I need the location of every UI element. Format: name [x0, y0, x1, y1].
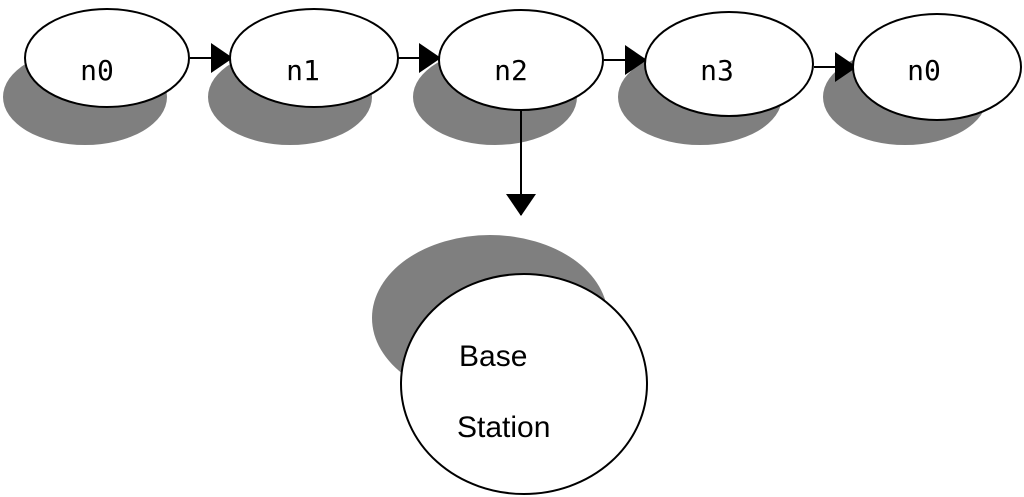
- node-0-ellipse: [24, 8, 190, 108]
- base-station-label-line1: Base: [459, 340, 527, 373]
- base-station-circle: [400, 273, 648, 495]
- base-station: Base Station: [372, 235, 648, 495]
- node-4-label: n0: [907, 54, 941, 87]
- node-4-ellipse: [852, 13, 1022, 121]
- node-0-label: n0: [80, 54, 114, 87]
- node-1-ellipse: [229, 8, 399, 108]
- node-3-ellipse: [644, 11, 814, 117]
- node-1-label: n1: [286, 54, 320, 87]
- chain-arrows: [190, 43, 857, 82]
- node-labels: n0 n1 n2 n3 n0: [80, 54, 941, 87]
- node-2-label: n2: [494, 54, 528, 87]
- node-3-label: n3: [700, 54, 734, 87]
- node-bodies: [24, 8, 1022, 121]
- base-station-label-line2: Station: [457, 411, 550, 444]
